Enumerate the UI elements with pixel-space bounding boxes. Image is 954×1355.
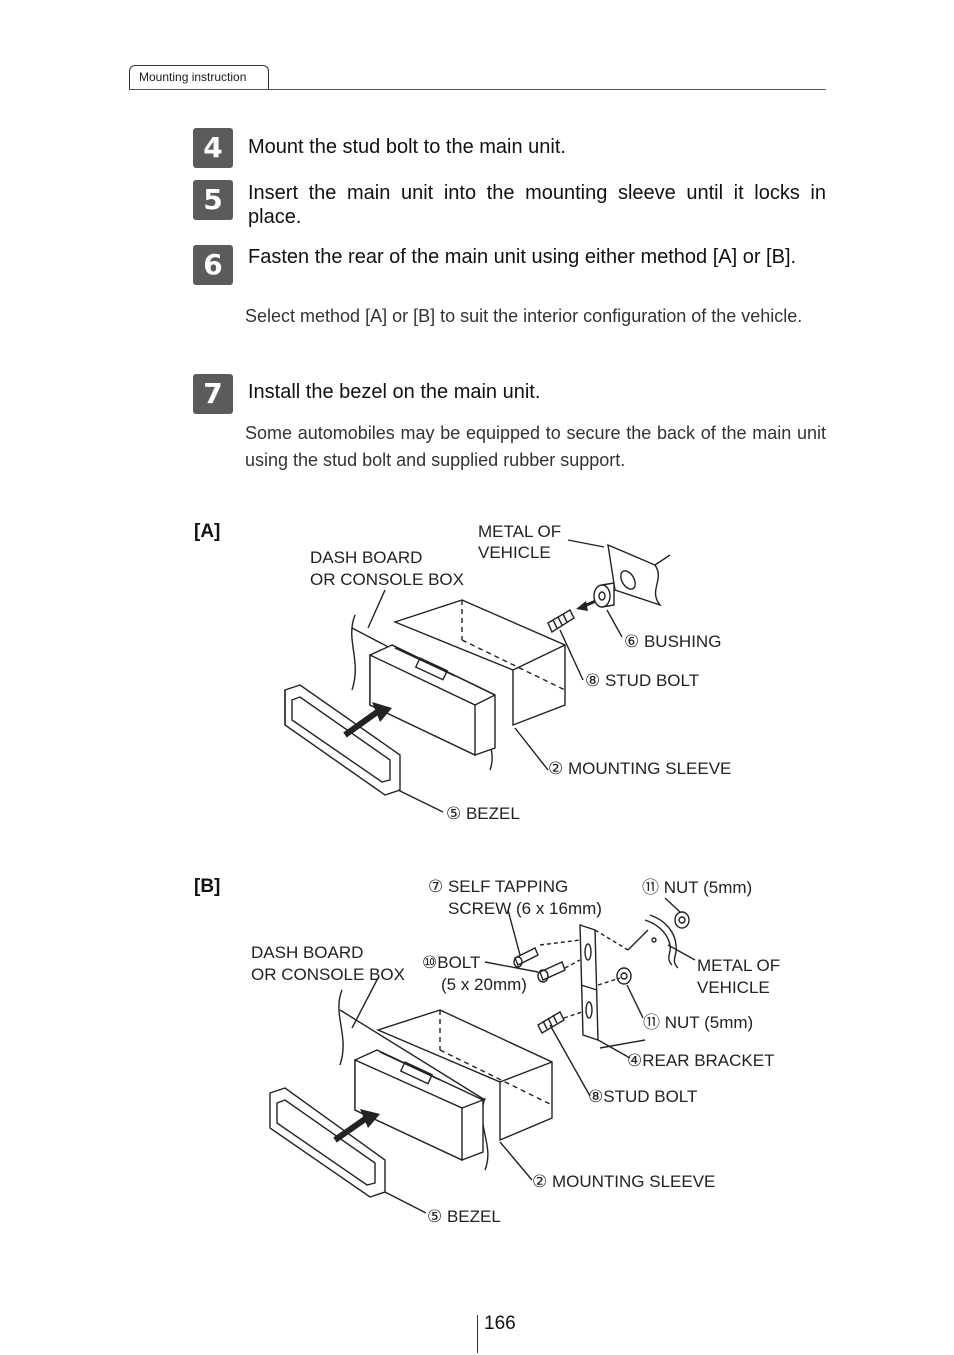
figure-a-diagram xyxy=(284,539,671,813)
section-tab: Mounting instruction xyxy=(129,65,269,89)
step-5-text: Insert the main unit into the mounting s… xyxy=(248,182,826,228)
figure-b-stud-bolt xyxy=(537,1011,565,1034)
figure-b-callout-dashboard-1: DASH BOARD xyxy=(251,943,363,962)
figure-a-main-unit xyxy=(369,644,496,757)
figure-b-main-unit xyxy=(354,1049,484,1162)
figure-a-metal-of-vehicle xyxy=(607,543,671,607)
figure-b-mounting-sleeve xyxy=(376,1009,553,1142)
figure-b-metal-of-vehicle xyxy=(644,914,679,969)
figure-b-diagram xyxy=(269,897,696,1214)
figure-b-callout-stud-bolt: ⑧STUD BOLT xyxy=(588,1087,697,1106)
figure-a-insert-arrow xyxy=(343,707,382,738)
figure-b-nut-top xyxy=(674,911,690,929)
figure-b-callout-nut-top: ⑪ NUT (5mm) xyxy=(642,878,752,897)
figure-b-callout-dashboard-2: OR CONSOLE BOX xyxy=(251,965,405,984)
figure-a-callout-metal-1: METAL OF xyxy=(478,522,561,541)
figure-a-mounting-sleeve xyxy=(392,599,566,727)
header-rule xyxy=(129,89,826,90)
page-number-divider xyxy=(477,1315,478,1353)
figure-a-callout-bushing: ⑥ BUSHING xyxy=(624,632,721,651)
figure-b-callout-rear-bracket: ④REAR BRACKET xyxy=(627,1051,775,1070)
figure-b-callout-mounting-sleeve: ② MOUNTING SLEEVE xyxy=(532,1172,715,1191)
step-7-text: Install the bezel on the main unit. xyxy=(248,381,541,403)
figure-b-callout-self-tapping-2: SCREW (6 x 16mm) xyxy=(448,899,602,918)
figure-b-callout-metal-1: METAL OF xyxy=(697,956,780,975)
figure-b-nut-mid xyxy=(616,967,632,985)
step-7-badge: 7 xyxy=(193,374,233,414)
figure-a-stud-bolt xyxy=(547,609,575,634)
figure-b-bolt xyxy=(537,961,566,983)
figure-a-callouts: METAL OF VEHICLE DASH BOARD OR CONSOLE B… xyxy=(310,522,731,823)
figure-b-label: [B] xyxy=(194,876,221,897)
figure-b-callout-bezel: ⑤ BEZEL xyxy=(427,1207,501,1226)
figure-b-insert-arrow xyxy=(333,1114,370,1143)
step-4-badge: 4 xyxy=(193,128,233,168)
figure-a-callout-dashboard-2: OR CONSOLE BOX xyxy=(310,570,464,589)
figure-a-callout-dashboard-1: DASH BOARD xyxy=(310,548,422,567)
figure-a-label: [A] xyxy=(194,521,221,542)
figure-b-callout-self-tapping-1: ⑦ SELF TAPPING xyxy=(428,877,568,896)
figure-b-dashboard-edge xyxy=(338,989,344,1066)
figure-b-rear-bracket xyxy=(579,924,599,1041)
figure-b-self-tapping-screw xyxy=(513,947,539,968)
figure-b-callout-metal-2: VEHICLE xyxy=(697,978,770,997)
figure-b-callouts: ⑦ SELF TAPPING SCREW (6 x 16mm) ⑪ NUT (5… xyxy=(251,877,780,1226)
page-number: 166 xyxy=(484,1313,516,1334)
figure-a-dashboard-edge xyxy=(351,614,356,691)
figure-a-callout-bezel: ⑤ BEZEL xyxy=(446,804,520,823)
step-5-badge: 5 xyxy=(193,180,233,220)
figure-a-callout-metal-2: VEHICLE xyxy=(478,543,551,562)
figure-b-callout-nut-mid: ⑪ NUT (5mm) xyxy=(643,1013,753,1032)
step-6-note: Select method [A] or [B] to suit the int… xyxy=(245,306,803,326)
figure-a-bushing xyxy=(593,582,615,608)
step-6-badge: 6 xyxy=(193,245,233,285)
figure-b-callout-bolt-1: ⑩BOLT xyxy=(422,953,480,972)
step-4-text: Mount the stud bolt to the main unit. xyxy=(248,136,566,158)
figure-a-callout-mounting-sleeve: ② MOUNTING SLEEVE xyxy=(548,759,731,778)
figure-b-callout-bolt-2: (5 x 20mm) xyxy=(441,975,527,994)
step-6-text: Fasten the rear of the main unit using e… xyxy=(248,246,797,268)
figure-a-bezel xyxy=(284,684,401,796)
step-7-note: Some automobiles may be equipped to secu… xyxy=(245,423,826,470)
figure-a-callout-stud-bolt: ⑧ STUD BOLT xyxy=(585,671,699,690)
